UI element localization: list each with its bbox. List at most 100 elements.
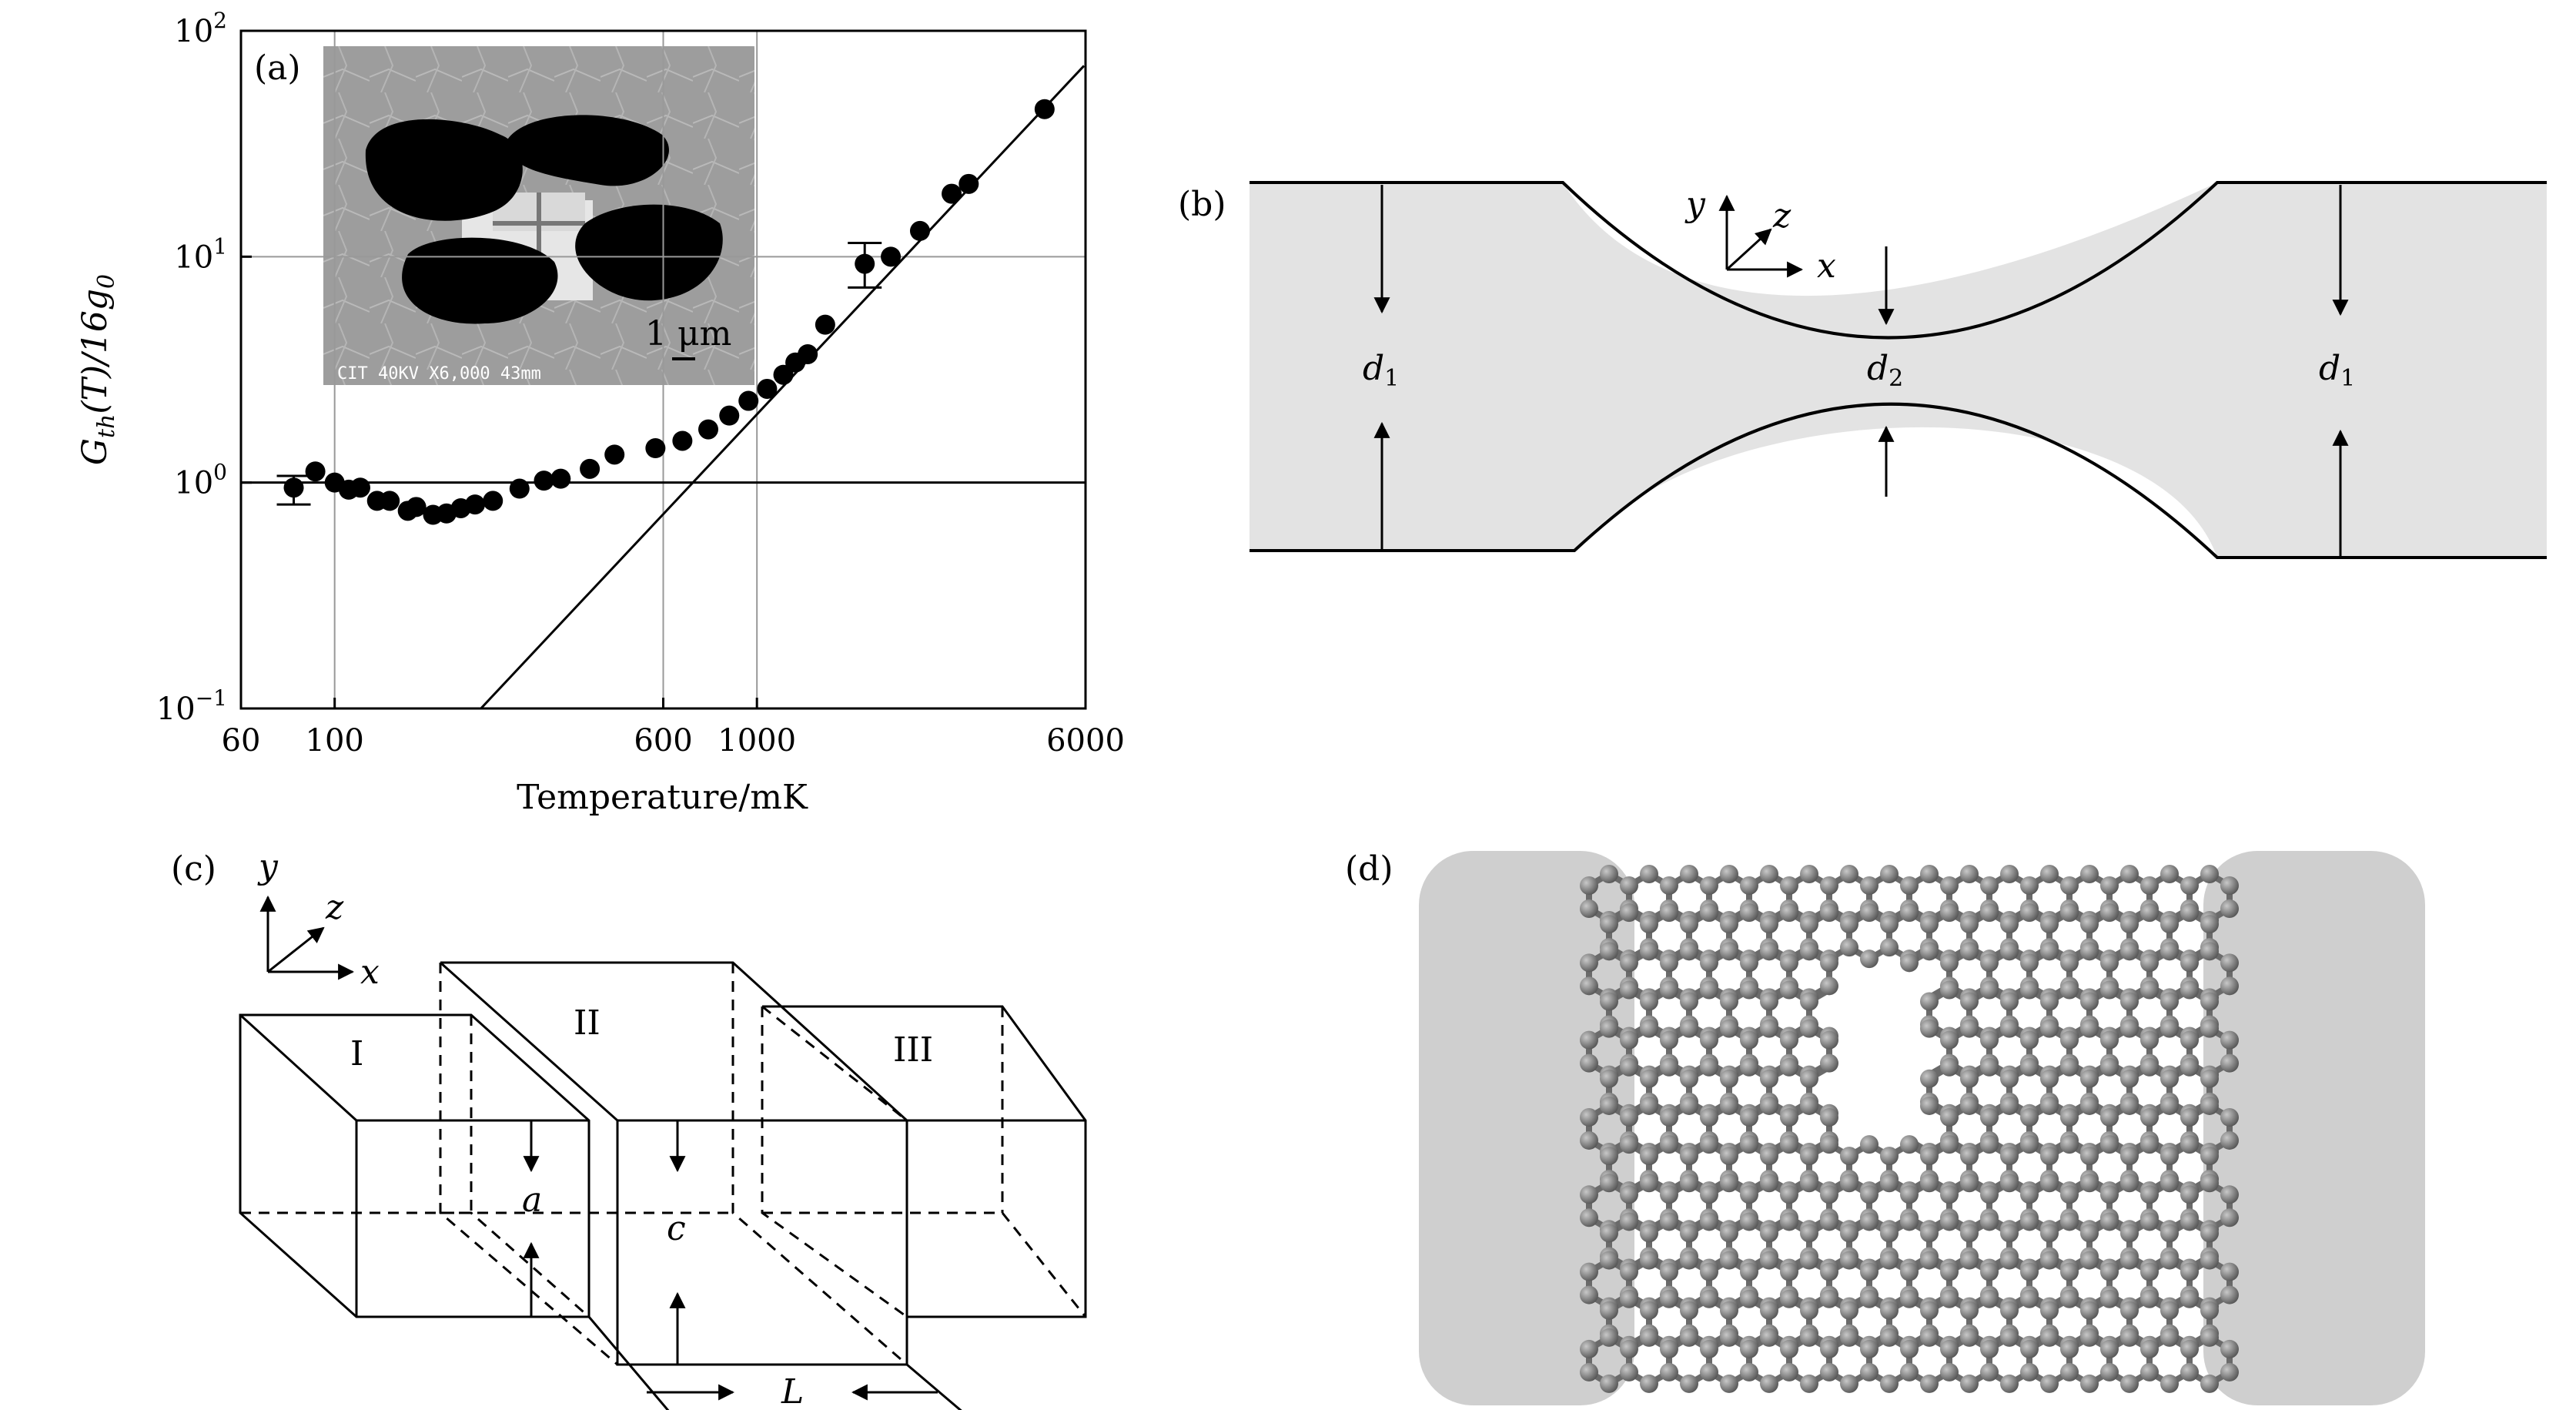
- carbon-atom: [1600, 1251, 1618, 1270]
- carbon-atom: [2060, 1030, 2079, 1050]
- carbon-atom: [1800, 1328, 1818, 1347]
- carbon-atom: [1660, 953, 1678, 973]
- data-point: [738, 390, 759, 411]
- carbon-atom: [1640, 1019, 1658, 1038]
- carbon-atom: [1840, 1224, 1858, 1243]
- data-point: [942, 183, 962, 204]
- carbon-atom: [1720, 992, 1738, 1011]
- carbon-atom: [1640, 1328, 1658, 1347]
- carbon-atom: [2060, 1135, 2079, 1154]
- carbon-atom: [1820, 1185, 1838, 1204]
- carbon-atom: [2160, 865, 2179, 883]
- carbon-atom: [1940, 1262, 1959, 1281]
- carbon-atom: [1700, 1057, 1718, 1077]
- carbon-atom: [1920, 1224, 1939, 1243]
- carbon-atom: [2120, 915, 2139, 934]
- carbon-atom: [1740, 903, 1758, 923]
- carbon-atom: [2000, 1224, 2019, 1243]
- carbon-atom: [1660, 980, 1678, 1000]
- carbon-atom: [1980, 980, 1999, 1000]
- carbon-atom: [2080, 1147, 2099, 1166]
- carbon-atom: [1740, 1289, 1758, 1308]
- data-point: [645, 437, 666, 458]
- carbon-atom: [1820, 1053, 1838, 1073]
- carbon-atom: [1900, 1185, 1919, 1204]
- sem-inset-image: 1 μm CIT 40KV X6,000 43mm: [323, 46, 754, 385]
- carbon-atom: [1800, 1019, 1818, 1038]
- data-point: [550, 468, 571, 489]
- carbon-atom: [2120, 1251, 2139, 1270]
- carbon-atom: [1920, 865, 1939, 883]
- plot-data: [276, 65, 1086, 710]
- box-region-II: II: [439, 961, 908, 1366]
- panel-c-label: (c): [171, 849, 216, 889]
- carbon-atom: [2100, 1262, 2119, 1281]
- carbon-atom: [2100, 1057, 2119, 1077]
- carbon-atom: [1840, 1328, 1858, 1347]
- carbon-atom: [2020, 1057, 2039, 1077]
- carbon-atom: [1920, 915, 1939, 934]
- carbon-atom: [1740, 953, 1758, 973]
- carbon-atom: [1680, 942, 1698, 961]
- carbon-atom: [1920, 1328, 1939, 1347]
- carbon-atom: [1660, 903, 1678, 923]
- carbon-atom: [1640, 1096, 1658, 1115]
- carbon-atom: [1940, 953, 1959, 973]
- carbon-atom: [1860, 949, 1878, 969]
- carbon-atom: [2100, 1339, 2119, 1358]
- carbon-atom: [2200, 1374, 2219, 1393]
- carbon-atom: [1700, 1185, 1718, 1204]
- carbon-atom: [1920, 1251, 1939, 1270]
- carbon-atom: [2020, 1262, 2039, 1281]
- carbon-atom: [2180, 1289, 2199, 1308]
- carbon-atom: [1720, 1224, 1738, 1243]
- carbon-atom: [2180, 953, 2199, 973]
- carbon-atom: [1800, 1224, 1818, 1243]
- carbon-atom: [1780, 1057, 1798, 1077]
- carbon-atom: [1820, 1289, 1838, 1308]
- carbon-atom: [2080, 1374, 2099, 1393]
- carbon-atom: [1860, 903, 1878, 923]
- panel-c: (c) y x z I II III: [171, 847, 1087, 1410]
- carbon-atom: [2080, 1251, 2099, 1270]
- carbon-atom: [2000, 1069, 2019, 1088]
- carbon-atom: [1720, 915, 1738, 934]
- carbon-atom: [2040, 1019, 2059, 1038]
- carbon-atom: [2140, 1107, 2159, 1127]
- carbon-atom: [1620, 1212, 1638, 1231]
- carbon-atom: [2200, 1251, 2219, 1270]
- carbon-atom: [1640, 1069, 1658, 1088]
- carbon-atom: [2080, 1069, 2099, 1088]
- carbon-atom: [2100, 1289, 2119, 1308]
- carbon-atom: [1720, 1251, 1738, 1270]
- carbon-atom: [2160, 992, 2179, 1011]
- carbon-atom: [2140, 980, 2159, 1000]
- carbon-atom: [1840, 1251, 1858, 1270]
- carbon-atom: [1660, 1289, 1678, 1308]
- carbon-atom: [1920, 1069, 1939, 1088]
- svg-text:y: y: [1684, 185, 1706, 224]
- carbon-atom: [1800, 1174, 1818, 1193]
- carbon-atom: [1820, 1212, 1838, 1231]
- carbon-atom: [1800, 1069, 1818, 1088]
- carbon-atom: [1740, 1362, 1758, 1382]
- carbon-atom: [2060, 1339, 2079, 1358]
- carbon-atom: [1620, 876, 1638, 895]
- carbon-atom: [1600, 1069, 1618, 1088]
- carbon-atom: [2200, 1301, 2219, 1320]
- carbon-atom: [2140, 1135, 2159, 1154]
- carbon-atom: [2220, 876, 2239, 895]
- data-point: [483, 491, 503, 511]
- carbon-atom: [1580, 953, 1598, 973]
- carbon-atom: [2160, 1174, 2179, 1193]
- carbon-atom: [2220, 1208, 2239, 1227]
- constriction-body: [1250, 183, 2547, 558]
- carbon-atom: [2200, 992, 2219, 1011]
- carbon-atom: [2160, 1251, 2179, 1270]
- carbon-atom: [1880, 915, 1899, 934]
- carbon-atom: [2000, 915, 2019, 934]
- carbon-atom: [1740, 1185, 1758, 1204]
- y-tick-label: 102: [174, 8, 227, 49]
- carbon-atom: [2040, 915, 2059, 934]
